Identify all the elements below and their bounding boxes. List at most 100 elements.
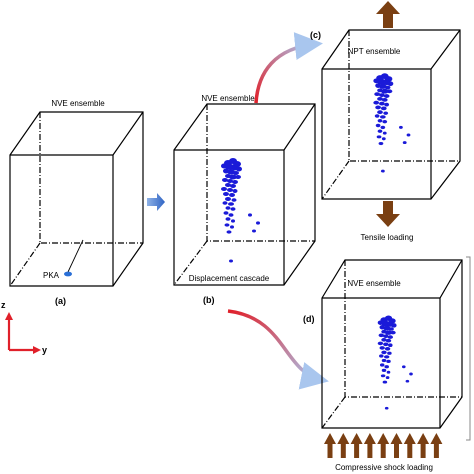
displacement-cascade-d	[377, 315, 413, 410]
cascade-atom	[379, 101, 385, 106]
cascade-atom	[230, 207, 236, 211]
cascade-atom	[378, 142, 384, 146]
cascade-atom	[381, 97, 388, 102]
cascade-atom	[388, 327, 394, 331]
cascade-atom	[383, 334, 389, 339]
shock-arrow	[324, 433, 336, 458]
compressive-shock-arrows	[324, 433, 443, 458]
cascade-atom	[230, 184, 236, 188]
cascade-atom	[402, 365, 406, 369]
box-c-caption: Tensile loading	[361, 233, 414, 242]
cascade-atom	[379, 354, 384, 358]
shock-arrow	[390, 433, 403, 458]
cascade-atom	[391, 323, 397, 328]
cascade-atom	[222, 178, 228, 182]
cascade-atom	[402, 141, 407, 145]
cascade-atom	[227, 179, 233, 183]
cascade-atom	[382, 119, 388, 124]
tensile-arrow-up	[376, 1, 400, 28]
cascade-atom	[386, 370, 391, 374]
cascade-atom	[377, 97, 383, 101]
cascade-atom	[377, 129, 383, 133]
cascade-atom	[226, 230, 232, 234]
cascade-atom	[377, 119, 383, 123]
cascade-atom	[230, 225, 234, 229]
cascade-atom	[233, 171, 239, 175]
shock-arrow	[430, 433, 443, 458]
cascade-atom	[385, 338, 392, 343]
box-b-caption: Displacement cascade	[189, 274, 270, 283]
shock-arrow	[337, 433, 350, 458]
cascade-atom	[225, 217, 231, 221]
cascade-atom	[383, 325, 391, 331]
shock-arrow	[403, 433, 416, 458]
cascade-atom	[379, 346, 385, 350]
panel-tag-a: (a)	[55, 296, 66, 306]
cascade-atom	[379, 84, 387, 89]
z-axis-label: z	[1, 300, 6, 310]
cascade-atom	[379, 93, 385, 97]
cascade-atom	[387, 335, 393, 339]
cascade-atom	[387, 81, 394, 87]
cascade-atom	[374, 114, 380, 118]
cascade-atom	[381, 358, 387, 363]
cascade-atom	[256, 221, 260, 225]
cascade-atom	[225, 197, 231, 201]
cascade-atom	[236, 166, 242, 172]
cascade-atom	[227, 169, 235, 175]
cascade-atom	[388, 343, 393, 348]
cascade-atom	[225, 183, 231, 187]
shock-arrow	[350, 433, 363, 458]
cascade-atom	[377, 110, 383, 115]
cascade-atom	[380, 88, 389, 94]
cascade-atom	[223, 211, 229, 215]
box-d-caption: Compressive shock loading	[335, 463, 433, 472]
panel-tag-d: (d)	[303, 314, 315, 324]
transition-arrow-a-to-b	[147, 193, 165, 211]
cascade-atom	[223, 192, 229, 196]
cascade-atom	[383, 342, 389, 347]
cascade-atom	[380, 374, 386, 378]
cascade-atom	[375, 123, 381, 128]
shock-arrow	[363, 433, 376, 458]
cascade-atom	[386, 359, 391, 364]
cascade-atom	[378, 333, 384, 338]
pka-atom	[64, 271, 72, 277]
cascade-atom	[383, 94, 390, 98]
cascade-atom	[409, 372, 413, 376]
cascade-atom	[380, 115, 386, 119]
cascade-atom	[382, 131, 387, 135]
cascade-atom	[381, 137, 386, 141]
box-b-title: NVE ensemble	[201, 94, 255, 103]
box-b	[173, 103, 316, 286]
cascade-atom	[384, 102, 390, 107]
cascade-atom	[229, 193, 235, 197]
cascade-atom	[384, 347, 391, 351]
cascade-atom	[383, 111, 389, 115]
cascade-atom	[373, 100, 380, 105]
cascade-atom	[384, 85, 391, 90]
cascade-atom	[235, 175, 241, 179]
cascade-atom	[399, 125, 403, 129]
transition-curve-b-to-c	[254, 32, 323, 104]
cascade-atom	[252, 229, 256, 233]
cascade-atom	[380, 125, 386, 130]
cascade-atom	[229, 174, 237, 180]
tensile-arrow-down	[376, 201, 400, 227]
cascade-atom	[228, 202, 234, 206]
cascade-atom	[225, 206, 231, 210]
cascade-atom	[229, 259, 233, 263]
cascade-atom	[380, 169, 385, 173]
cascade-atom	[232, 180, 238, 184]
cascade-atom	[406, 133, 411, 137]
pka-direction-line	[67, 239, 84, 273]
axis-indicator	[5, 312, 41, 354]
box-a	[9, 111, 144, 287]
box-c	[321, 29, 461, 200]
cascade-atom	[222, 201, 228, 205]
cascade-atom	[381, 368, 387, 373]
cascade-atom	[379, 363, 385, 367]
panel-tag-b: (b)	[203, 295, 215, 305]
cascade-atom	[405, 379, 410, 383]
